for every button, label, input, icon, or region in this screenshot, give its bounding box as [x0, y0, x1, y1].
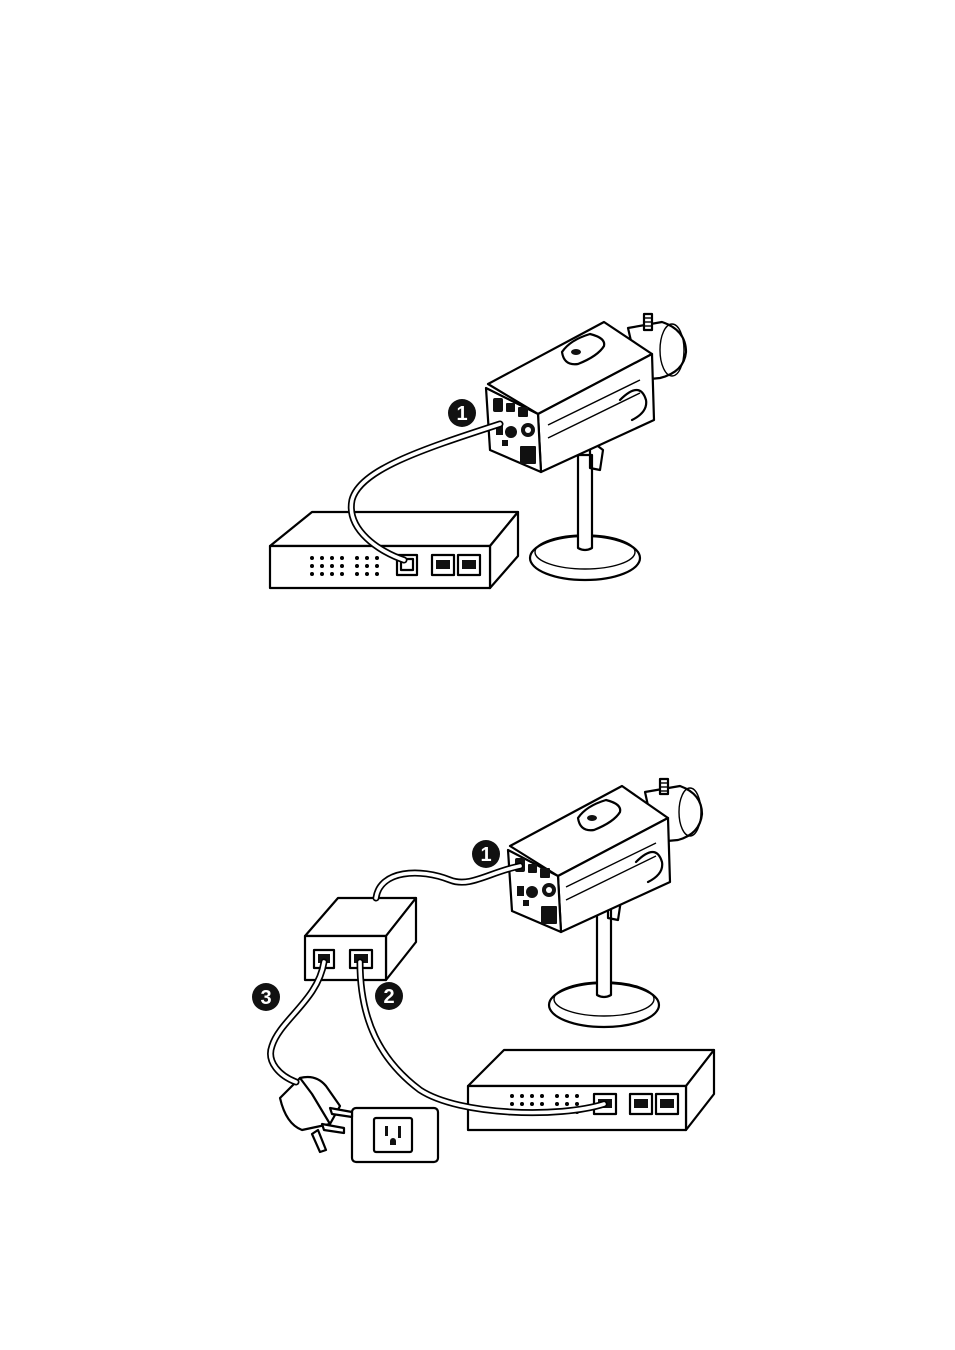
callout-badge-1: 1	[448, 399, 476, 427]
wall-outlet	[352, 1108, 438, 1162]
callout-badge-1: 1	[472, 840, 500, 868]
power-plug	[280, 1077, 352, 1152]
callout-badge-3: 3	[252, 983, 280, 1011]
power-cord	[271, 962, 324, 1082]
callout-badge-2: 2	[375, 982, 403, 1010]
poe-connection-diagram: 1 2 3	[0, 770, 955, 1170]
network-switch	[270, 512, 518, 588]
ethernet-cable-camera	[376, 866, 520, 898]
network-switch	[468, 1050, 714, 1130]
ip-camera	[508, 779, 702, 932]
svg-text:1: 1	[480, 844, 491, 866]
svg-text:2: 2	[383, 986, 394, 1008]
direct-connection-diagram: 1	[0, 300, 955, 600]
ip-camera	[486, 314, 686, 472]
svg-text:1: 1	[456, 403, 467, 425]
svg-text:3: 3	[260, 987, 271, 1009]
